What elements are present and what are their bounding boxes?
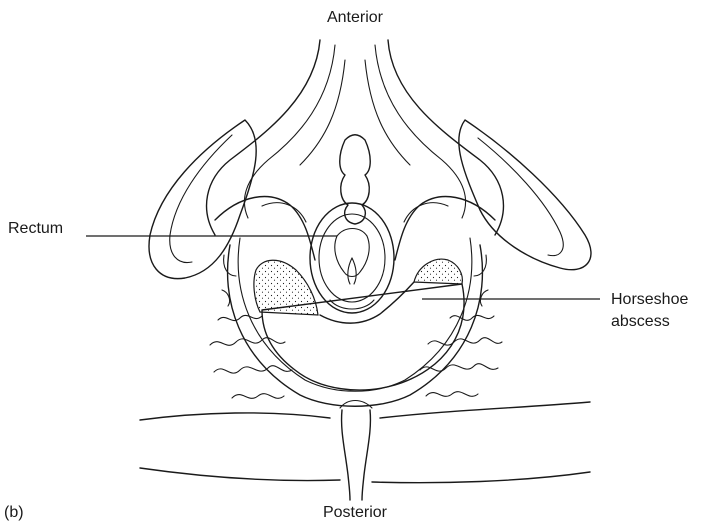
ischiorectal-fat-left xyxy=(218,315,262,320)
abscess-right-pocket xyxy=(414,259,462,284)
buttock-contour xyxy=(380,402,590,418)
wall-detail xyxy=(222,255,236,306)
right-ischial-wing xyxy=(459,120,591,270)
rectal-mucosa-fold xyxy=(330,300,374,309)
anterior-fascia xyxy=(244,45,335,218)
rectum-label: Rectum xyxy=(8,220,63,237)
rectal-lumen xyxy=(348,258,356,284)
posterior-label: Posterior xyxy=(323,504,388,521)
buttock-contour xyxy=(140,468,340,481)
ischiorectal-fat-left xyxy=(232,394,284,399)
abscess-left-pocket xyxy=(254,260,318,315)
panel-label: (b) xyxy=(4,504,24,521)
anterior-fascia xyxy=(375,45,466,218)
anterior-fascia xyxy=(300,60,345,165)
buttock-contour xyxy=(140,413,330,420)
left-ischial-wing xyxy=(149,120,256,279)
natal-cleft xyxy=(362,410,370,500)
right-ischial-wing xyxy=(478,138,563,256)
horseshoe-abscess-label-line1: Horseshoe xyxy=(611,291,688,308)
natal-cleft xyxy=(342,410,350,500)
levator-plate xyxy=(262,203,306,222)
buttock-contour xyxy=(372,472,590,483)
anterior-fascia xyxy=(388,40,503,235)
anterior-fascia xyxy=(365,60,410,165)
midline-structure xyxy=(340,135,371,224)
levator-plate xyxy=(404,203,448,222)
horseshoe-abscess-label-line2: abscess xyxy=(611,313,670,330)
ischiorectal-fat-right xyxy=(426,392,478,397)
anatomy-drawing xyxy=(140,40,591,500)
wall-detail xyxy=(474,255,488,306)
abscess-roof xyxy=(320,282,414,323)
anterior-label: Anterior xyxy=(327,9,384,26)
levator-plate xyxy=(215,197,315,260)
ischiorectal-fat-right xyxy=(450,315,494,320)
ischiorectal-fat-left xyxy=(214,366,292,373)
levator-plate xyxy=(395,197,495,260)
rectal-lumen xyxy=(335,229,369,277)
